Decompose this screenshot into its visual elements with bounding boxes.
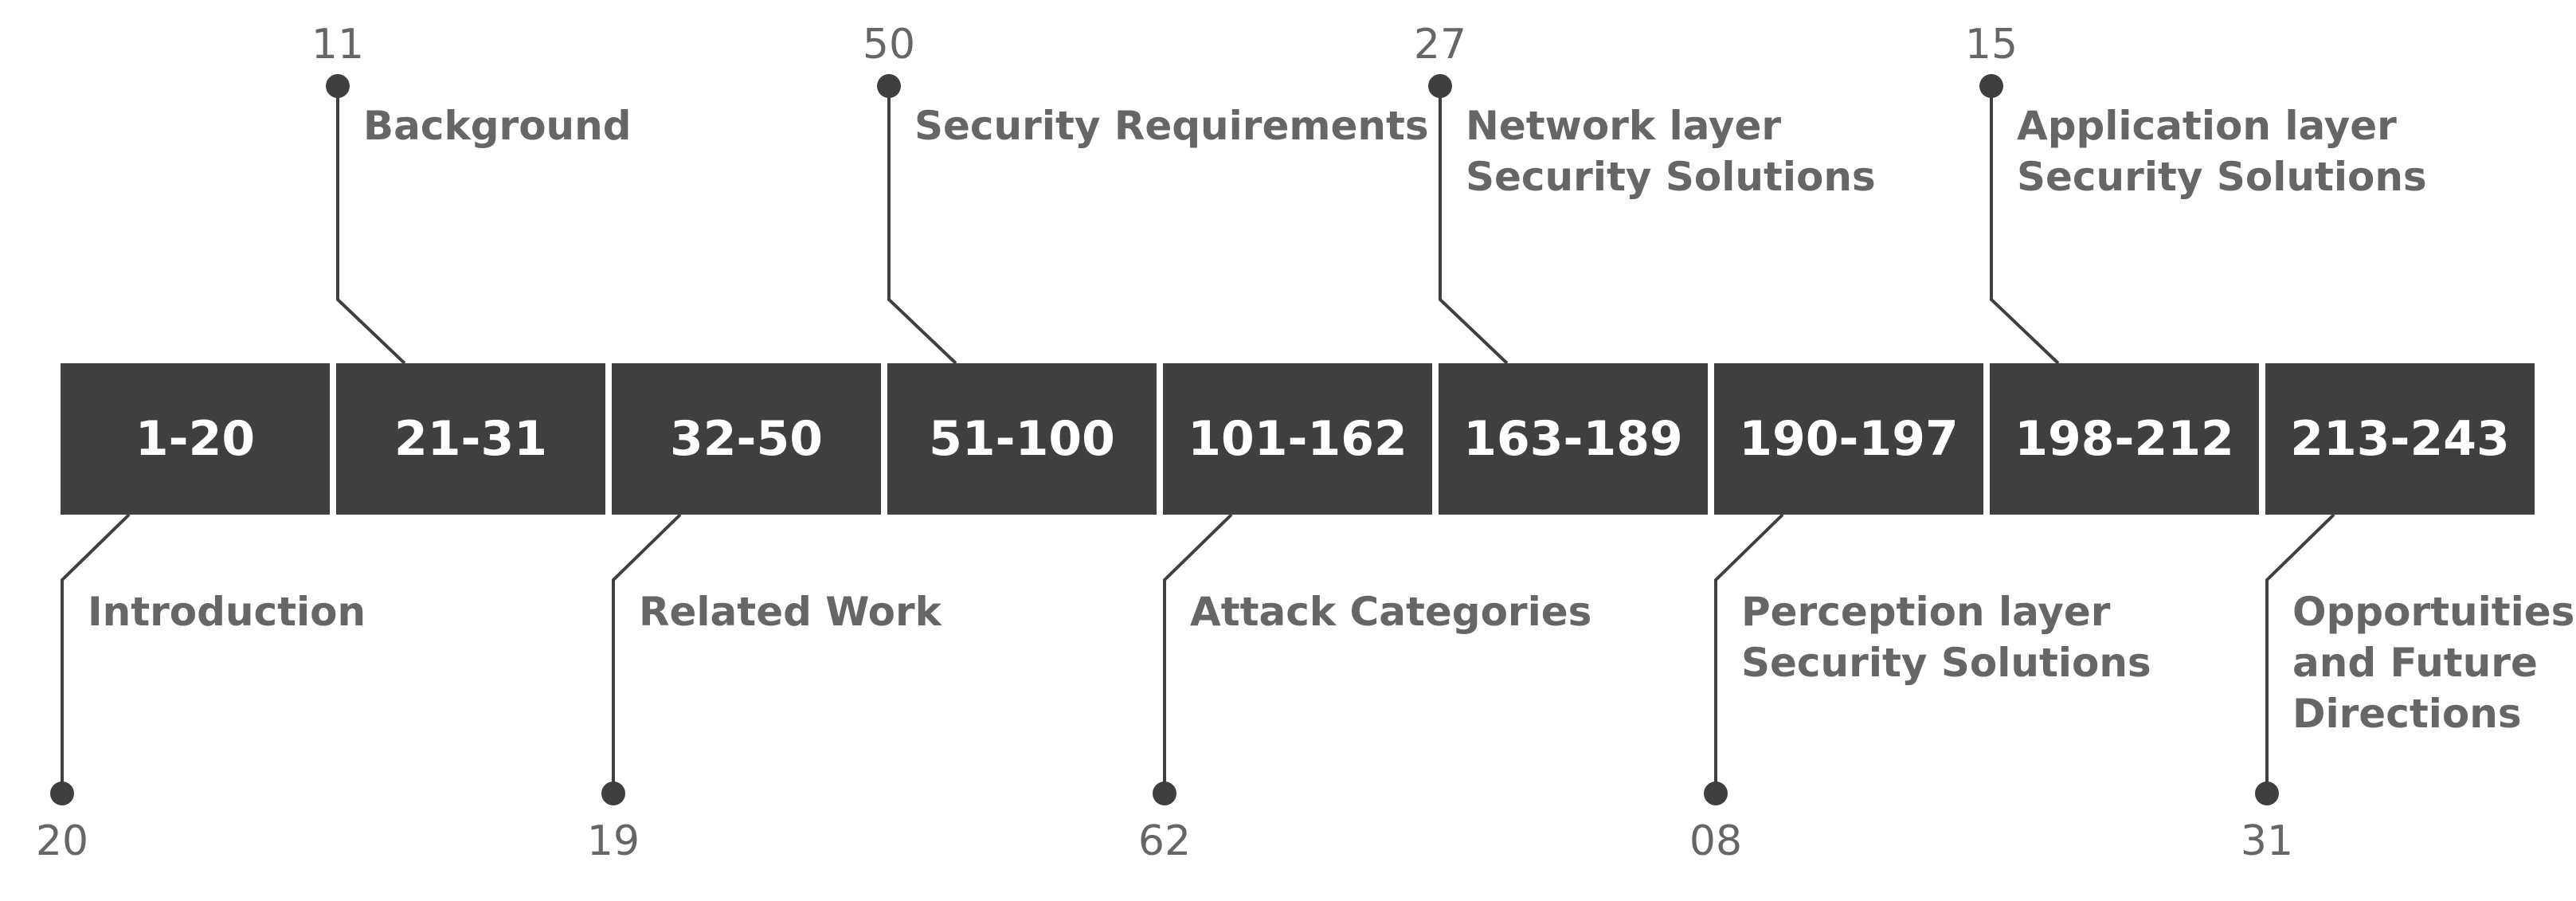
- connector-dot: [2255, 782, 2279, 805]
- section-count: 27: [1413, 21, 1467, 69]
- section-label: Introduction: [88, 589, 366, 635]
- connector-line: [1439, 86, 1509, 365]
- connector-dot: [50, 782, 74, 805]
- timeline-segment: 21-31: [336, 363, 605, 515]
- connector-dot: [877, 74, 901, 98]
- timeline-segment: 190-197: [1714, 363, 1983, 515]
- timeline-segment: 101-162: [1163, 363, 1432, 515]
- section-label: Network layer Security Solutions: [1466, 103, 1876, 200]
- connector-line: [1714, 513, 1784, 793]
- timeline-segment: 213-243: [2265, 363, 2535, 515]
- section-count: 50: [862, 21, 916, 69]
- section-label: Application layer Security Solutions: [2017, 103, 2427, 200]
- timeline-segment: 1-20: [61, 363, 330, 515]
- connector-dot: [1428, 74, 1452, 98]
- timeline-segment: 51-100: [887, 363, 1157, 515]
- connector-line: [612, 513, 682, 793]
- connector-line: [1163, 513, 1233, 793]
- section-label: Opportuities and Future Directions: [2292, 589, 2575, 737]
- section-count: 31: [2240, 817, 2294, 865]
- timeline-segment: 32-50: [612, 363, 881, 515]
- section-label: Background: [363, 103, 632, 149]
- connector-dot: [601, 782, 625, 805]
- connector-dot: [1704, 782, 1728, 805]
- section-count: 11: [311, 21, 365, 69]
- connector-line: [1990, 86, 2060, 365]
- timeline-segment: 163-189: [1439, 363, 1708, 515]
- connector-dot: [326, 74, 350, 98]
- connector-line: [61, 513, 131, 793]
- section-label: Related Work: [639, 589, 942, 635]
- connector-line: [336, 86, 406, 365]
- section-count: 19: [586, 817, 640, 865]
- connector-dot: [1153, 782, 1176, 805]
- section-count: 15: [1964, 21, 2018, 69]
- section-count: 20: [35, 817, 89, 865]
- section-label: Security Requirements: [914, 103, 1429, 149]
- timeline-segment: 198-212: [1990, 363, 2259, 515]
- section-count: 08: [1689, 817, 1743, 865]
- connector-line: [887, 86, 957, 365]
- section-label: Perception layer Security Solutions: [1741, 589, 2151, 686]
- section-label: Attack Categories: [1190, 589, 1592, 635]
- section-count: 62: [1137, 817, 1192, 865]
- connector-dot: [1979, 74, 2003, 98]
- connector-line: [2265, 513, 2335, 793]
